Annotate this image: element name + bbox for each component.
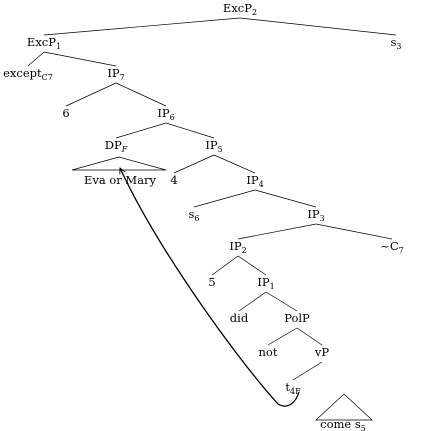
edge-ip3-ip2 (237, 223, 317, 240)
node-s6: s6 (189, 207, 200, 223)
node-c7: ~C7 (380, 239, 404, 255)
triangle-vp (315, 393, 373, 421)
edge-ip7-n6 (65, 82, 117, 107)
node-did: did (230, 311, 249, 325)
node-dpf: DPF (105, 138, 128, 154)
edge-ip2-ip1 (237, 255, 267, 276)
node-ip4: IP4 (246, 173, 263, 189)
node-ip3: IP3 (307, 207, 324, 223)
edge-ip4-ip3 (254, 189, 317, 208)
node-6: 6 (62, 106, 69, 120)
edge-excp1-ip7 (43, 51, 117, 67)
node-5: 5 (208, 275, 215, 289)
node-ip1: IP1 (257, 275, 274, 291)
tree-edges (27, 17, 397, 381)
node-not: not (259, 345, 278, 359)
edge-ip1-did (238, 291, 267, 312)
edge-polp-not (267, 327, 298, 346)
node-come-s5: come s5 (320, 417, 366, 431)
edge-ip6-ip5 (165, 122, 215, 139)
node-ip7: IP7 (107, 66, 124, 82)
edge-ip1-polp (265, 291, 298, 312)
node-4: 4 (170, 173, 177, 187)
edge-vp-t4f (292, 361, 323, 381)
edge-ip4-s6 (193, 189, 256, 208)
node-excp1: ExcP1 (27, 35, 61, 51)
edge-ip6-dpf (115, 122, 167, 139)
tree-triangles (71, 156, 373, 421)
tree-labels: ExcP2 ExcP1 s3 exceptC7 IP7 6 IP6 DPF IP… (3, 1, 404, 431)
edge-excp2-excp1 (43, 17, 241, 36)
edge-ip3-c7 (315, 223, 393, 240)
node-ip2: IP2 (229, 239, 246, 255)
node-vp: vP (314, 345, 329, 359)
edge-ip5-ip4 (213, 154, 256, 174)
node-ip5: IP5 (205, 138, 222, 154)
node-ip6: IP6 (157, 106, 174, 122)
node-except: exceptC7 (3, 66, 53, 82)
edge-ip7-ip6 (115, 82, 167, 107)
edge-polp-vp (296, 327, 323, 346)
edge-ip5-n4 (173, 154, 215, 174)
node-excp2: ExcP2 (223, 1, 257, 17)
triangle-dpf (71, 156, 167, 171)
node-t4f: t4F (285, 380, 301, 396)
edge-ip2-n5 (211, 255, 239, 276)
node-polp: PolP (284, 311, 310, 325)
node-s3: s3 (391, 35, 402, 51)
edge-excp2-s3 (239, 17, 397, 36)
node-eva-or-mary: Eva or Mary (84, 173, 157, 187)
edge-excp1-except (27, 51, 45, 67)
movement-arrow (120, 168, 300, 407)
